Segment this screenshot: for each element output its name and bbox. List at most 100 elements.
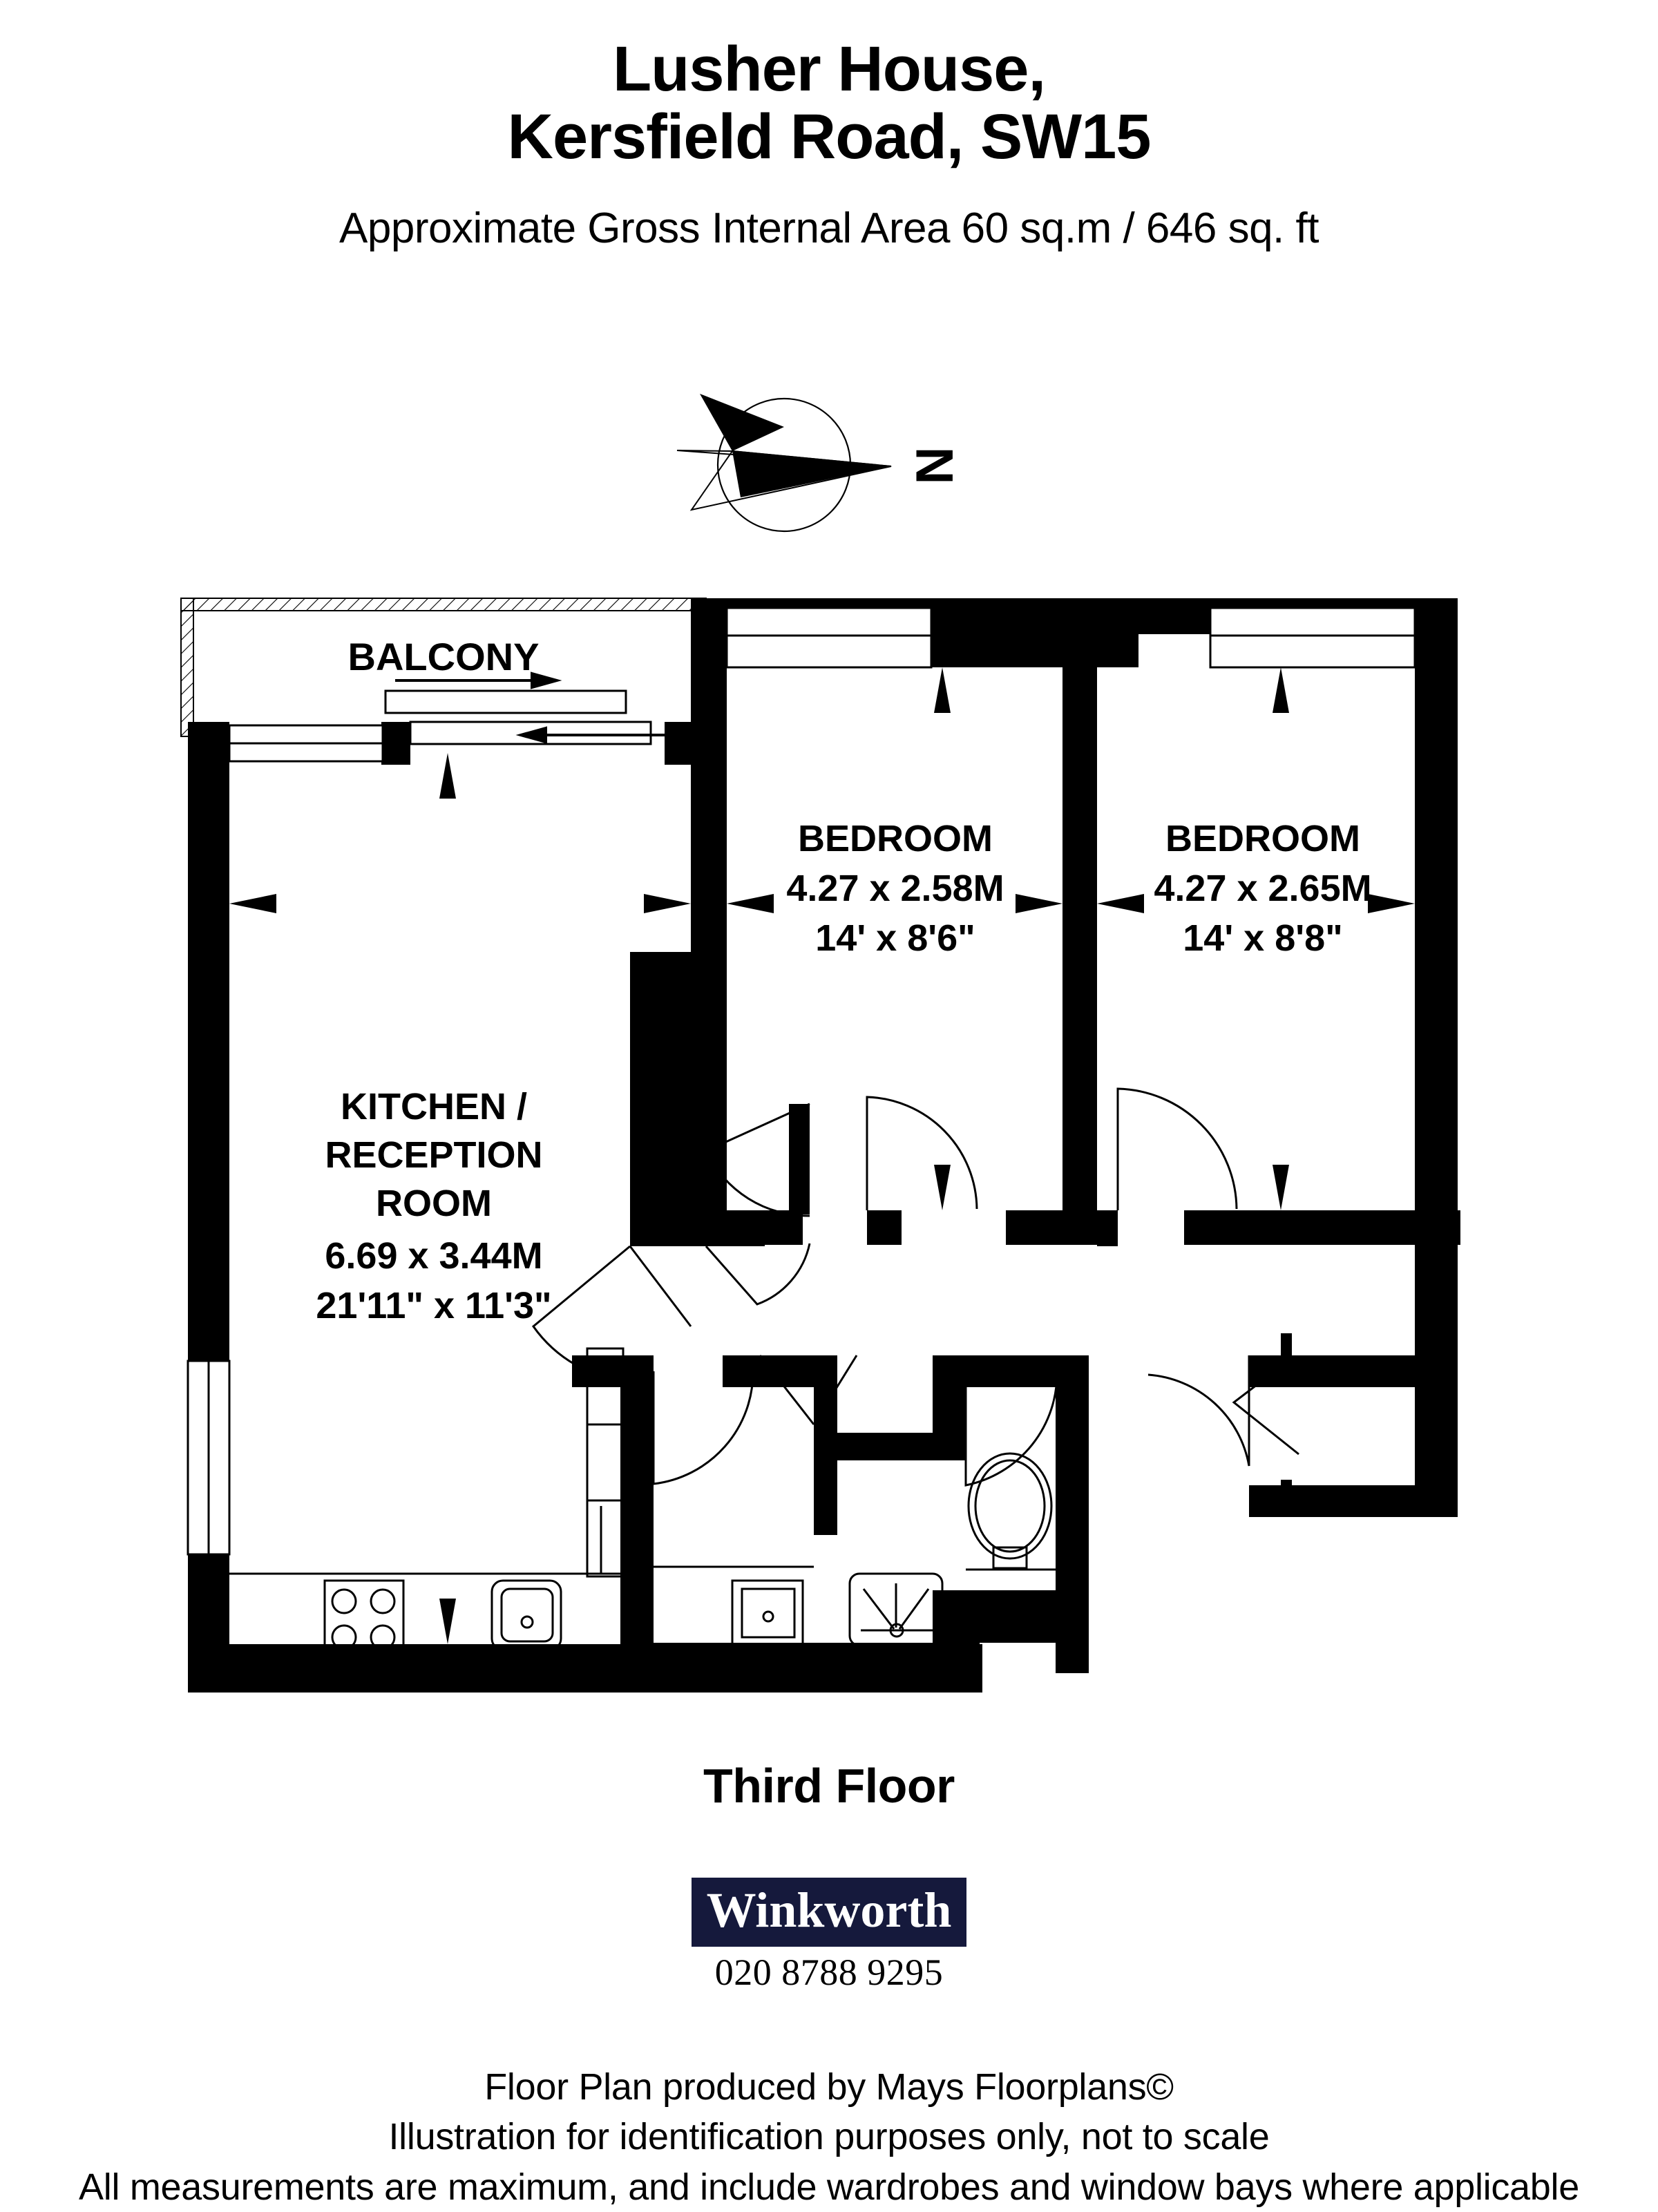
wall-nib-cupboard-top xyxy=(1281,1333,1292,1358)
balcony-sliding-doors xyxy=(384,689,652,745)
wall-hall-stub-left xyxy=(630,1210,765,1246)
page-title-line-2: Kersfield Road, SW15 xyxy=(507,101,1152,172)
door-closet-bedroom1 xyxy=(704,1103,810,1217)
wall-nib-cupboard-bottom xyxy=(1281,1480,1292,1500)
dim-arrow-bed1-top xyxy=(934,667,951,713)
wall-bath-inner-vertical xyxy=(814,1355,837,1535)
gross-internal-area-text: Approximate Gross Internal Area 60 sq.m … xyxy=(339,204,1319,253)
floor-level-caption: Third Floor xyxy=(703,1759,955,1813)
dim-arrow-bed1-right xyxy=(1016,894,1063,913)
balcony-railing-top xyxy=(180,598,707,611)
window-bedroom1 xyxy=(725,607,933,669)
room-dim-kitchen-metric: 6.69 x 3.44M xyxy=(325,1235,542,1277)
wall-wc-right xyxy=(1056,1355,1089,1673)
door-bath-leaf xyxy=(759,1355,815,1425)
wall-between-bedrooms xyxy=(1063,608,1097,1210)
dim-arrow-bed1-bottom xyxy=(934,1165,951,1210)
agency-logo-block: Winkworth 020 8788 9295 xyxy=(0,1878,1658,1994)
footer-line-2: Illustration for identification purposes… xyxy=(388,2116,1270,2158)
page-title-line-1: Lusher House, xyxy=(612,34,1046,104)
footer-line-1: Floor Plan produced by Mays Floorplans© xyxy=(484,2066,1174,2108)
wall-bath-top-left xyxy=(723,1355,837,1387)
sink-icon xyxy=(490,1579,562,1651)
windows xyxy=(187,607,1416,1556)
bathroom-fixtures xyxy=(654,1452,1056,1647)
sliding-door-panel-b xyxy=(384,689,627,714)
basin-icon xyxy=(731,1579,804,1647)
dim-arrow-kitchen-right xyxy=(644,894,691,913)
wall-structure xyxy=(188,598,1460,1693)
sliding-direction-arrows xyxy=(395,671,691,744)
wall-top-between-windows xyxy=(931,598,1138,667)
balcony-railing-left xyxy=(180,598,194,737)
door-kitchen-hall-leaf xyxy=(629,1246,692,1327)
wall-closet-divider xyxy=(789,1104,810,1214)
room-label-bedroom1: BEDROOM xyxy=(798,818,993,859)
wall-top-right-stub xyxy=(1415,598,1458,667)
dim-arrow-bed1-left xyxy=(727,894,774,913)
window-balcony-left xyxy=(228,724,384,763)
wall-left-upper xyxy=(188,722,229,1361)
wall-bedroom1-bottom-far-right xyxy=(1006,1210,1097,1245)
compass-rose: N xyxy=(663,379,981,551)
wall-top-left-stub xyxy=(691,598,727,667)
room-dim-bedroom1-imperial: 14' x 8'6" xyxy=(815,917,975,959)
wall-hall-left-top xyxy=(572,1355,654,1387)
dim-arrow-bed2-bottom xyxy=(1273,1165,1289,1210)
toilet-icon xyxy=(967,1452,1053,1560)
room-dim-bedroom2-imperial: 14' x 8'8" xyxy=(1183,917,1342,959)
wall-hall-mid-stub xyxy=(1097,1210,1118,1246)
window-bedroom2 xyxy=(1209,607,1416,669)
compass-north-wing xyxy=(700,394,784,451)
wall-kitchen-top-right-stub xyxy=(665,722,706,765)
wall-left-lower xyxy=(188,1554,229,1693)
wall-kitchen-top-mid-stub xyxy=(381,722,410,765)
door-bedroom2 xyxy=(1116,1087,1238,1210)
dim-arrow-kitchen-bottom xyxy=(439,1599,456,1644)
door-bath-leaf-2 xyxy=(812,1355,858,1425)
compass-outline-upper xyxy=(676,450,892,467)
room-labels: BALCONY KITCHEN / RECEPTION ROOM 6.69 x … xyxy=(316,635,1371,1326)
wall-cupboard-top xyxy=(1249,1355,1458,1387)
wall-bath-inner-horizontal xyxy=(814,1433,960,1460)
wall-bottom-kitchen xyxy=(188,1644,982,1693)
room-dim-kitchen-imperial: 21'11" x 11'3" xyxy=(316,1285,551,1326)
wall-top-outer xyxy=(691,598,1458,634)
wall-bedroom2-bottom xyxy=(1184,1210,1460,1245)
footer-line-3: All measurements are maximum, and includ… xyxy=(79,2166,1579,2208)
page-footer: Floor Plan produced by Mays Floorplans© … xyxy=(0,2062,1658,2212)
wall-wc-top xyxy=(966,1355,1089,1387)
wall-kitchen-bedroom-vertical xyxy=(691,598,727,1210)
room-label-bedroom2: BEDROOM xyxy=(1165,818,1360,859)
room-label-balcony: BALCONY xyxy=(348,635,540,678)
door-swings xyxy=(531,1087,1299,1487)
hob-icon xyxy=(323,1579,405,1659)
wall-kitchen-bedroom-thick xyxy=(630,952,727,1210)
wall-right-outer xyxy=(1415,598,1458,1517)
dim-arrow-bed2-right xyxy=(1368,894,1415,913)
compass-north-label: N xyxy=(905,447,964,485)
winkworth-logo: Winkworth xyxy=(691,1878,967,1947)
wall-bath-bottom xyxy=(620,1643,980,1691)
dim-arrow-kitchen-top xyxy=(439,753,456,799)
room-label-kitchen-line1: KITCHEN / xyxy=(341,1086,527,1127)
shower-icon xyxy=(848,1572,944,1647)
page-header: Lusher House, Kersfield Road, SW15 Appro… xyxy=(0,0,1658,253)
door-hall-right xyxy=(1147,1355,1250,1467)
shelving-unit xyxy=(586,1347,625,1578)
room-dim-bedroom1-metric: 4.27 x 2.58M xyxy=(786,868,1004,909)
slide-arrow-left xyxy=(515,726,547,744)
wall-bedroom1-bottom-right xyxy=(867,1210,902,1245)
slide-arrow-right xyxy=(531,671,562,689)
wall-cupboard-bottom xyxy=(1249,1485,1458,1517)
room-label-kitchen-line2: RECEPTION xyxy=(325,1134,542,1176)
door-wc xyxy=(964,1371,1058,1487)
wall-kitchen-top-left-stub xyxy=(188,722,229,760)
dim-arrow-bed2-top xyxy=(1273,667,1289,713)
room-label-kitchen-line3: ROOM xyxy=(376,1183,492,1224)
dim-arrow-kitchen-left xyxy=(229,894,276,913)
wall-hall-left xyxy=(620,1371,654,1648)
door-kitchen-hall xyxy=(531,1245,631,1383)
kitchen-fixtures xyxy=(229,1506,623,1659)
dim-arrow-bed2-left xyxy=(1097,894,1144,913)
